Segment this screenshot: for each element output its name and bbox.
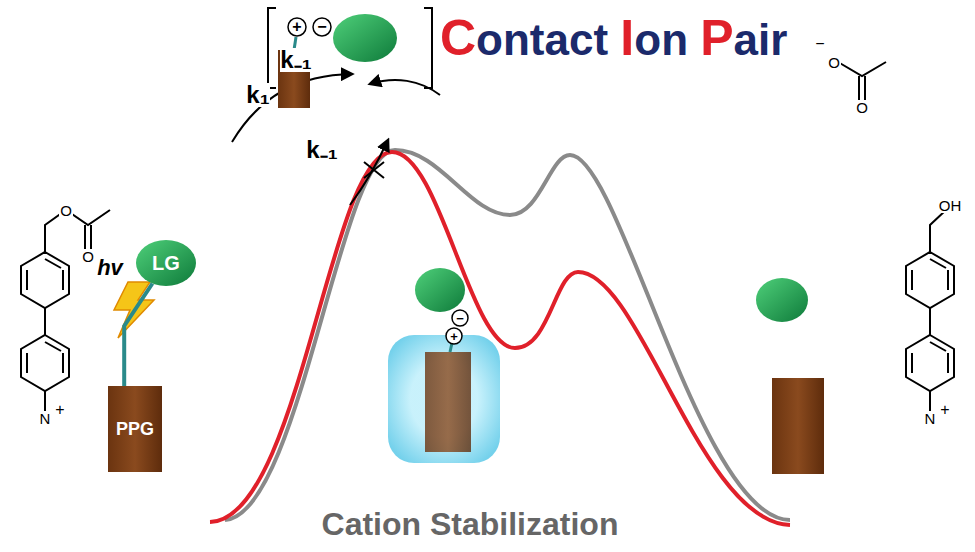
charge-circle <box>288 18 306 36</box>
caption-text: Cation Stabilization <box>322 508 619 540</box>
charge-circle <box>446 328 462 344</box>
rate-arrow <box>350 140 388 205</box>
energy-curve <box>210 152 790 525</box>
charge-sign: − <box>317 19 326 35</box>
cross-mark <box>364 162 384 178</box>
leaving-group <box>415 268 465 312</box>
ppg-block <box>772 378 824 474</box>
charge-sign: + <box>450 330 458 343</box>
atom-label: OH <box>938 198 963 213</box>
ppg-block <box>425 352 471 452</box>
photoremovable-group: PPG <box>108 386 162 472</box>
atom-label: O <box>855 100 869 115</box>
title-text: Contact Ion Pair <box>440 13 787 63</box>
atom-label: O <box>827 55 841 70</box>
atom-label: N <box>924 411 937 426</box>
leaving-group <box>756 278 808 322</box>
node-text: LG <box>152 252 180 275</box>
leaving-group <box>333 14 397 62</box>
molecule <box>21 210 110 418</box>
atom-label: O <box>81 249 95 264</box>
linker <box>124 284 152 386</box>
molecule <box>838 62 954 418</box>
rate-constant: k₋₁ <box>280 48 311 72</box>
atom-label: O <box>59 203 73 218</box>
stabilization-glow <box>388 335 500 463</box>
rate-constant: k₁ <box>246 83 269 107</box>
charge-sign: + <box>940 402 949 418</box>
leaving-group: LG <box>136 240 196 286</box>
charge-circle <box>452 310 468 326</box>
charge-sign: − <box>815 36 824 52</box>
charge-sign: + <box>55 402 64 418</box>
rate-constant: k₋₁ <box>306 138 337 162</box>
charge-circle <box>313 18 331 36</box>
atom-label: N <box>39 411 52 426</box>
light-label: hv <box>97 257 123 279</box>
charge-sign: + <box>292 19 301 35</box>
energy-curve <box>225 150 790 520</box>
charge-sign: − <box>456 312 464 325</box>
node-text: PPG <box>116 419 154 440</box>
